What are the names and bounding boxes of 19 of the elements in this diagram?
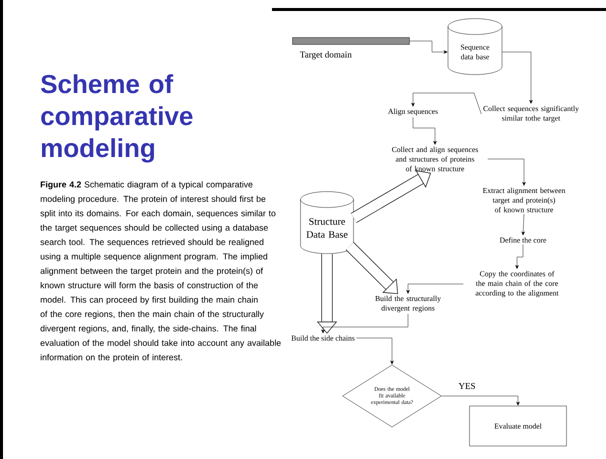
edge-label: YES (458, 382, 476, 390)
arrow (411, 92, 482, 114)
block-arrow (346, 242, 398, 294)
domain-bar (292, 37, 410, 60)
arrow (406, 284, 464, 294)
caption: Figure 4.2 Schematic diagram of a typical comparative modeling procedure. The protein of interest should first be split into its domains. For each domain, sequences similar to the target sequences should be collected using a database search tool. The sequences retrieved should be realigned using a multiple sequence alignment program. The implied alignment between the target protein and the protein(s) of known structure will form the basis of construction of the model. This can proceed by first building the main chain of the core regions, then the main chain of the structurally divergent regions, and, finally, the side-chains. The final evaluation of the model should take into account any available information on the protein of interest. (40, 181, 281, 362)
arrow (488, 158, 526, 186)
arrow (410, 40, 448, 54)
arrow (515, 244, 524, 269)
title: Scheme of comparative modeling (40, 74, 192, 163)
block-arrow (350, 170, 431, 223)
arrow (356, 338, 394, 364)
node-caption: Target domain (300, 51, 352, 60)
arrow (412, 116, 437, 145)
arrow (442, 396, 520, 406)
database-cylinder: Structure Data Base (300, 191, 354, 254)
arrow (321, 314, 408, 334)
arrow (502, 52, 533, 104)
arrow (521, 214, 525, 236)
